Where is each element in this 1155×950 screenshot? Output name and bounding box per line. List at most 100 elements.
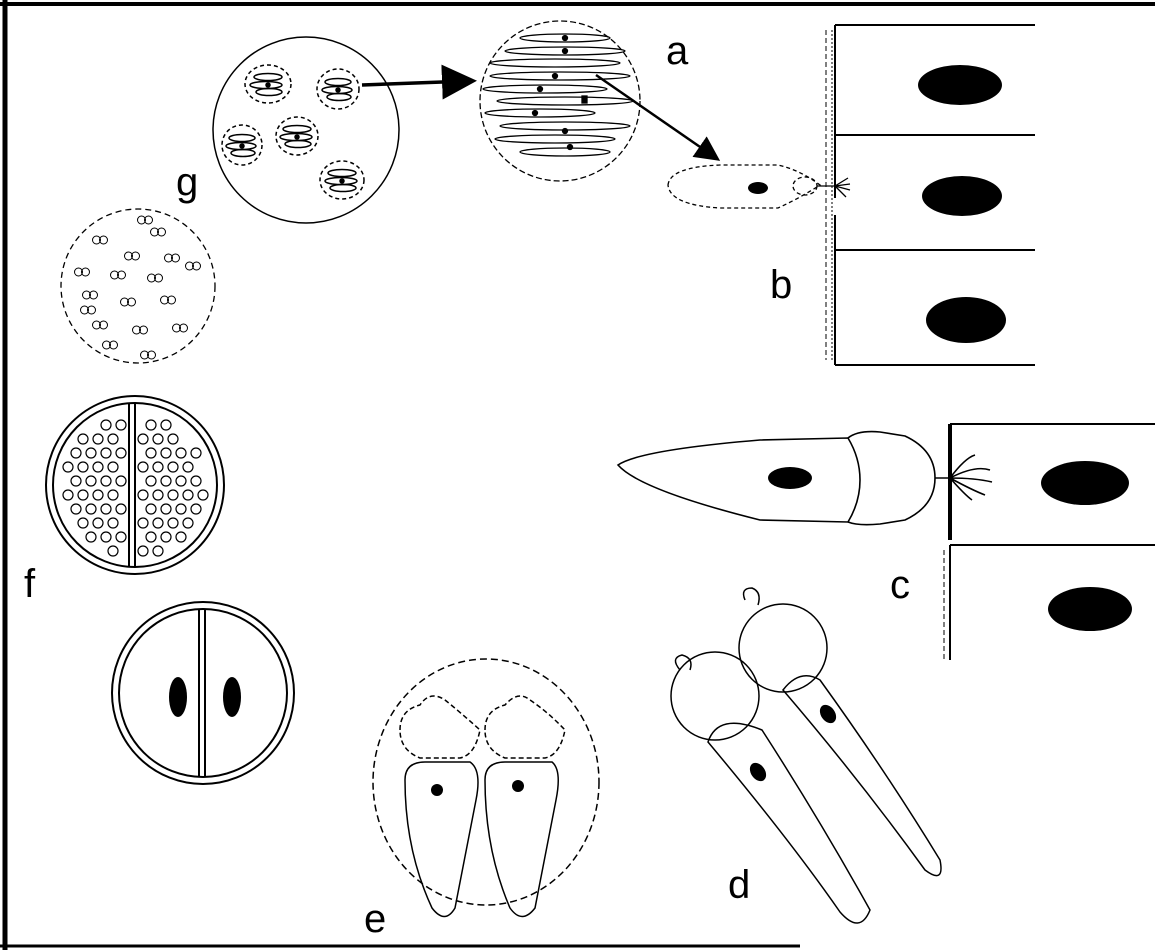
label-a: a	[666, 29, 689, 73]
nucleus-c	[768, 467, 812, 489]
gamete	[63, 490, 73, 500]
gamete	[101, 420, 111, 430]
gamete	[138, 434, 148, 444]
gamete	[183, 490, 193, 500]
nucleus-e1	[431, 784, 443, 796]
gamete	[146, 448, 156, 458]
label-d: d	[728, 863, 750, 907]
nucleus-gametocyst-1	[169, 677, 187, 717]
gamete	[153, 490, 163, 500]
stage-gametocyst	[112, 602, 294, 784]
label-f: f	[24, 562, 36, 606]
gamete	[153, 546, 163, 556]
gamete	[153, 518, 163, 528]
gamete	[161, 420, 171, 430]
epithelial-nuclei-b	[918, 65, 1006, 343]
stage-e-cyst	[373, 659, 599, 917]
gamete	[161, 448, 171, 458]
gamete	[101, 532, 111, 542]
gamete	[161, 532, 171, 542]
gamete	[93, 518, 103, 528]
gamete	[183, 518, 193, 528]
stage-c-epithelium	[944, 424, 1155, 660]
gamete	[101, 504, 111, 514]
nucleus-d2	[817, 702, 840, 726]
gamete	[108, 490, 118, 500]
gamete	[116, 448, 126, 458]
gamete	[93, 434, 103, 444]
nucleus-d1	[747, 760, 770, 784]
gamete	[116, 532, 126, 542]
gamete	[138, 490, 148, 500]
gamete	[153, 434, 163, 444]
sporont	[317, 69, 359, 109]
gamete	[108, 546, 118, 556]
stage-g-cyst	[213, 37, 399, 223]
spore-pairs	[75, 216, 201, 359]
gamete	[86, 532, 96, 542]
sporont	[320, 161, 364, 199]
gamete	[71, 504, 81, 514]
nucleus-gametocyst-2	[223, 677, 241, 717]
arrow-a-to-b	[596, 75, 716, 158]
gamete	[168, 490, 178, 500]
gamete	[153, 462, 163, 472]
sporont	[276, 117, 318, 155]
gamete	[86, 476, 96, 486]
gamete	[146, 476, 156, 486]
gamete	[116, 476, 126, 486]
stage-d-syzygy	[671, 588, 941, 923]
gamete	[108, 434, 118, 444]
gamete	[93, 462, 103, 472]
gamete	[161, 476, 171, 486]
sporont	[222, 125, 262, 165]
gamete	[146, 532, 156, 542]
gamete	[176, 504, 186, 514]
stage-oocyst	[61, 209, 215, 363]
gamete	[176, 448, 186, 458]
label-c: c	[890, 563, 910, 607]
gamete	[78, 434, 88, 444]
gamete	[191, 476, 201, 486]
nucleus-b	[748, 182, 768, 194]
gamete	[63, 462, 73, 472]
gamete	[168, 462, 178, 472]
gamete	[108, 462, 118, 472]
gamete	[183, 462, 193, 472]
gamete	[161, 504, 171, 514]
gamete	[86, 448, 96, 458]
gamete	[168, 518, 178, 528]
gamete	[71, 476, 81, 486]
gamete	[78, 518, 88, 528]
gamete	[138, 518, 148, 528]
gamete	[138, 462, 148, 472]
stage-a-spore	[480, 21, 640, 181]
arrow-g-to-a	[362, 81, 470, 85]
label-e: e	[364, 897, 386, 941]
gamete	[138, 546, 148, 556]
gamete	[191, 504, 201, 514]
gamete	[93, 490, 103, 500]
gamete	[108, 518, 118, 528]
gamete	[146, 504, 156, 514]
label-g: g	[176, 160, 198, 204]
gamete	[71, 448, 81, 458]
gamete	[78, 462, 88, 472]
sporont	[245, 65, 291, 103]
gamete	[146, 420, 156, 430]
nucleus-e2	[512, 780, 524, 792]
gamete	[176, 476, 186, 486]
gamete	[191, 448, 201, 458]
gamete	[86, 504, 96, 514]
label-b: b	[770, 263, 792, 307]
gamete	[116, 420, 126, 430]
gamete	[101, 476, 111, 486]
gamete	[101, 448, 111, 458]
gamete	[116, 504, 126, 514]
gamete	[78, 490, 88, 500]
gamete	[176, 532, 186, 542]
gamete	[198, 490, 208, 500]
gamete	[168, 434, 178, 444]
